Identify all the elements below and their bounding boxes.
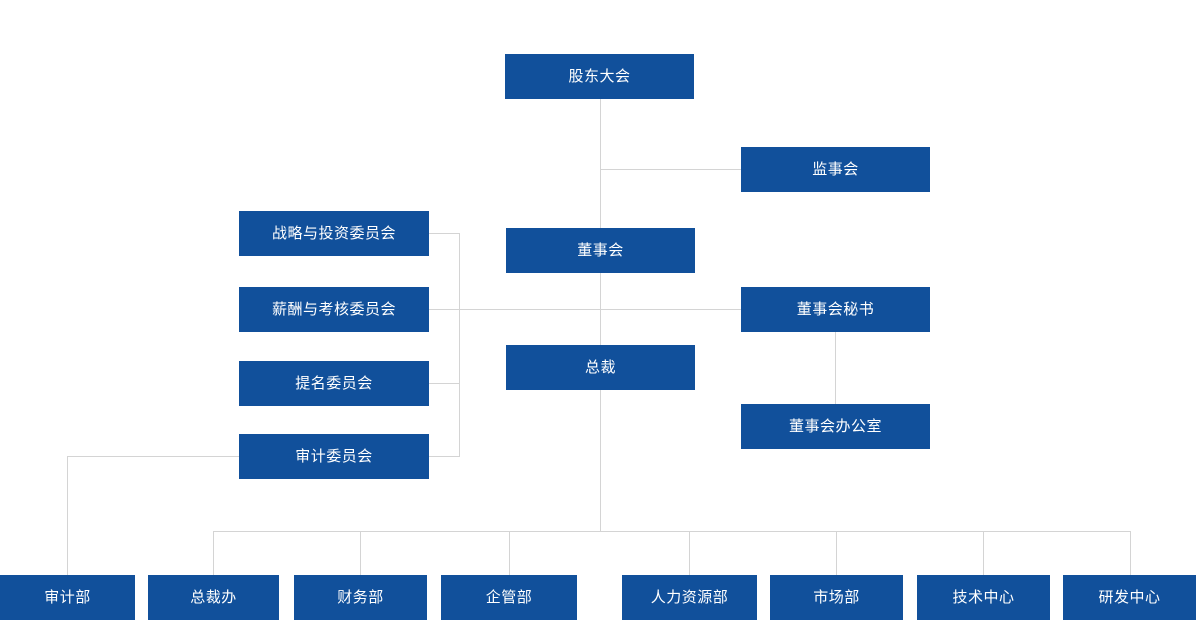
- node-label: 董事会办公室: [788, 418, 882, 435]
- node-label: 人力资源部: [650, 589, 729, 606]
- dept-drop-jishuzhongxin: [983, 531, 984, 575]
- node-label: 提名委员会: [295, 375, 373, 392]
- audit-left-down-to-dept: [67, 456, 68, 575]
- node-board-office[interactable]: 董事会办公室: [741, 404, 930, 449]
- board-secretary-down: [835, 332, 836, 405]
- committee-node[interactable]: 审计委员会: [239, 434, 429, 479]
- committee-compensation-stub: [429, 309, 460, 310]
- department-node[interactable]: 人力资源部: [622, 575, 757, 620]
- department-node[interactable]: 审计部: [0, 575, 135, 620]
- node-label: 董事会: [577, 242, 624, 259]
- node-board-secretary[interactable]: 董事会秘书: [741, 287, 930, 332]
- node-label: 技术中心: [952, 589, 1015, 606]
- node-label: 董事会秘书: [796, 301, 875, 318]
- dept-drop-shichangbu: [836, 531, 837, 575]
- committee-rail-to-board-secretary: [459, 309, 742, 310]
- shareholders-down-to-supervisory-branch: [600, 99, 601, 170]
- department-node[interactable]: 总裁办: [148, 575, 279, 620]
- dept-drop-caiwubu: [360, 531, 361, 575]
- department-rail-horizontal: [213, 531, 1130, 532]
- committee-node[interactable]: 提名委员会: [239, 361, 429, 406]
- committee-node[interactable]: 薪酬与考核委员会: [239, 287, 429, 332]
- committee-nomination-stub: [429, 383, 460, 384]
- node-label: 总裁办: [190, 589, 237, 606]
- node-supervisory-board[interactable]: 监事会: [741, 147, 930, 192]
- dept-drop-qiguanbu: [509, 531, 510, 575]
- dept-drop-renliziyuanbu: [689, 531, 690, 575]
- committee-rail-vertical: [459, 233, 460, 457]
- committee-strategy-stub: [429, 233, 460, 234]
- node-label: 市场部: [813, 589, 860, 606]
- committee-audit-stub: [429, 456, 460, 457]
- board-down-to-president: [600, 272, 601, 345]
- committee-node[interactable]: 战略与投资委员会: [239, 211, 429, 256]
- node-label: 研发中心: [1098, 589, 1161, 606]
- node-shareholders-meeting[interactable]: 股东大会: [505, 54, 694, 99]
- node-label: 财务部: [337, 589, 384, 606]
- audit-committee-to-left: [67, 456, 240, 457]
- node-label: 企管部: [485, 589, 533, 606]
- department-node[interactable]: 技术中心: [917, 575, 1050, 620]
- department-node[interactable]: 财务部: [294, 575, 427, 620]
- node-label: 审计部: [44, 589, 91, 606]
- node-label: 监事会: [812, 161, 859, 178]
- shareholders-to-supervisory-board: [600, 169, 741, 170]
- department-node[interactable]: 研发中心: [1063, 575, 1196, 620]
- node-label: 总裁: [584, 359, 616, 376]
- node-label: 薪酬与考核委员会: [271, 301, 396, 318]
- node-board-of-directors[interactable]: 董事会: [506, 228, 695, 273]
- president-down-to-rail: [600, 390, 601, 532]
- department-node[interactable]: 市场部: [770, 575, 903, 620]
- dept-drop-yanfazhongxin: [1130, 531, 1131, 575]
- department-node[interactable]: 企管部: [441, 575, 577, 620]
- node-president[interactable]: 总裁: [506, 345, 695, 390]
- dept-drop-zongcaiban: [213, 531, 214, 575]
- node-label: 审计委员会: [295, 448, 373, 465]
- shareholders-down-to-board: [600, 169, 601, 228]
- node-label: 股东大会: [568, 68, 631, 85]
- node-label: 战略与投资委员会: [271, 225, 396, 242]
